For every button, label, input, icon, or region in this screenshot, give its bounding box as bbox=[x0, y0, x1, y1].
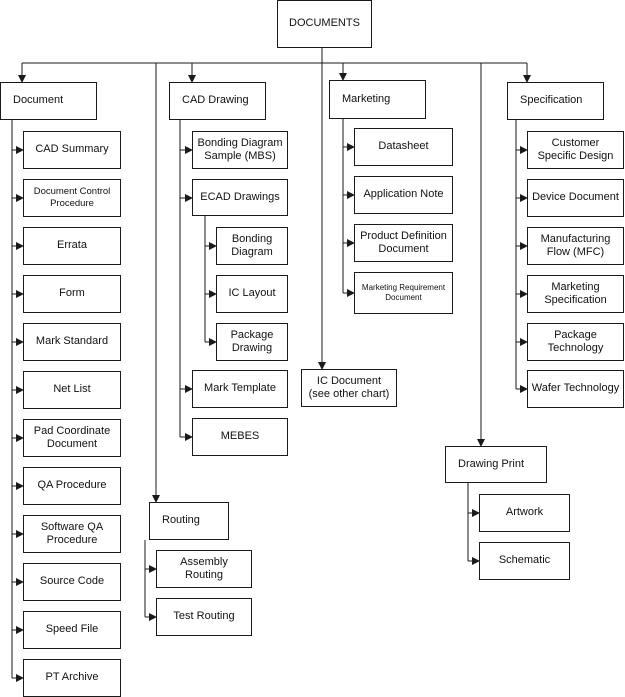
node-errata: Errata bbox=[23, 227, 121, 265]
node-net-list: Net List bbox=[23, 371, 121, 409]
node-routing: Routing bbox=[149, 502, 229, 540]
node-pad-coordinate-document: Pad Coordinate Document bbox=[23, 419, 121, 457]
node-qa-procedure: QA Procedure bbox=[23, 467, 121, 505]
node-marketing: Marketing bbox=[329, 80, 426, 119]
node-test-routing: Test Routing bbox=[156, 598, 252, 636]
node-mebes: MEBES bbox=[192, 418, 288, 456]
node-mark-standard: Mark Standard bbox=[23, 323, 121, 361]
node-package-technology: Package Technology bbox=[527, 323, 624, 361]
node-mark-template: Mark Template bbox=[192, 370, 288, 408]
node-drawing-print: Drawing Print bbox=[445, 446, 547, 483]
node-documents: DOCUMENTS bbox=[277, 0, 372, 48]
node-software-qa-procedure: Software QA Procedure bbox=[23, 515, 121, 553]
node-datasheet: Datasheet bbox=[354, 128, 453, 166]
node-package-drawing: Package Drawing bbox=[216, 323, 288, 361]
node-wafer-technology: Wafer Technology bbox=[527, 370, 624, 408]
node-product-definition-document: Product Definition Document bbox=[354, 224, 453, 262]
node-cad-summary: CAD Summary bbox=[23, 131, 121, 169]
node-document: Document bbox=[0, 82, 97, 120]
node-form: Form bbox=[23, 275, 121, 313]
node-document-control-procedure: Document Control Procedure bbox=[23, 179, 121, 217]
node-bonding-diagram: Bonding Diagram bbox=[216, 227, 288, 265]
node-specification: Specification bbox=[507, 82, 604, 120]
node-speed-file: Speed File bbox=[23, 611, 121, 649]
node-ic-layout: IC Layout bbox=[216, 275, 288, 313]
node-cad-drawing: CAD Drawing bbox=[169, 82, 266, 120]
node-ecad-drawings: ECAD Drawings bbox=[192, 179, 288, 216]
node-bonding-diagram-sample: Bonding Diagram Sample (MBS) bbox=[192, 131, 288, 169]
node-source-code: Source Code bbox=[23, 563, 121, 601]
node-schematic: Schematic bbox=[479, 542, 570, 580]
node-application-note: Application Note bbox=[354, 176, 453, 214]
node-customer-specific-design: Customer Specific Design bbox=[527, 131, 624, 169]
node-marketing-requirement-document: Marketing Requirement Document bbox=[354, 272, 453, 314]
node-pt-archive: PT Archive bbox=[23, 659, 121, 697]
node-artwork: Artwork bbox=[479, 494, 570, 532]
node-manufacturing-flow: Manufacturing Flow (MFC) bbox=[527, 227, 624, 265]
node-device-document: Device Document bbox=[527, 179, 624, 217]
node-ic-document: IC Document (see other chart) bbox=[301, 369, 397, 407]
node-assembly-routing: Assembly Routing bbox=[156, 550, 252, 588]
node-marketing-specification: Marketing Specification bbox=[527, 275, 624, 313]
